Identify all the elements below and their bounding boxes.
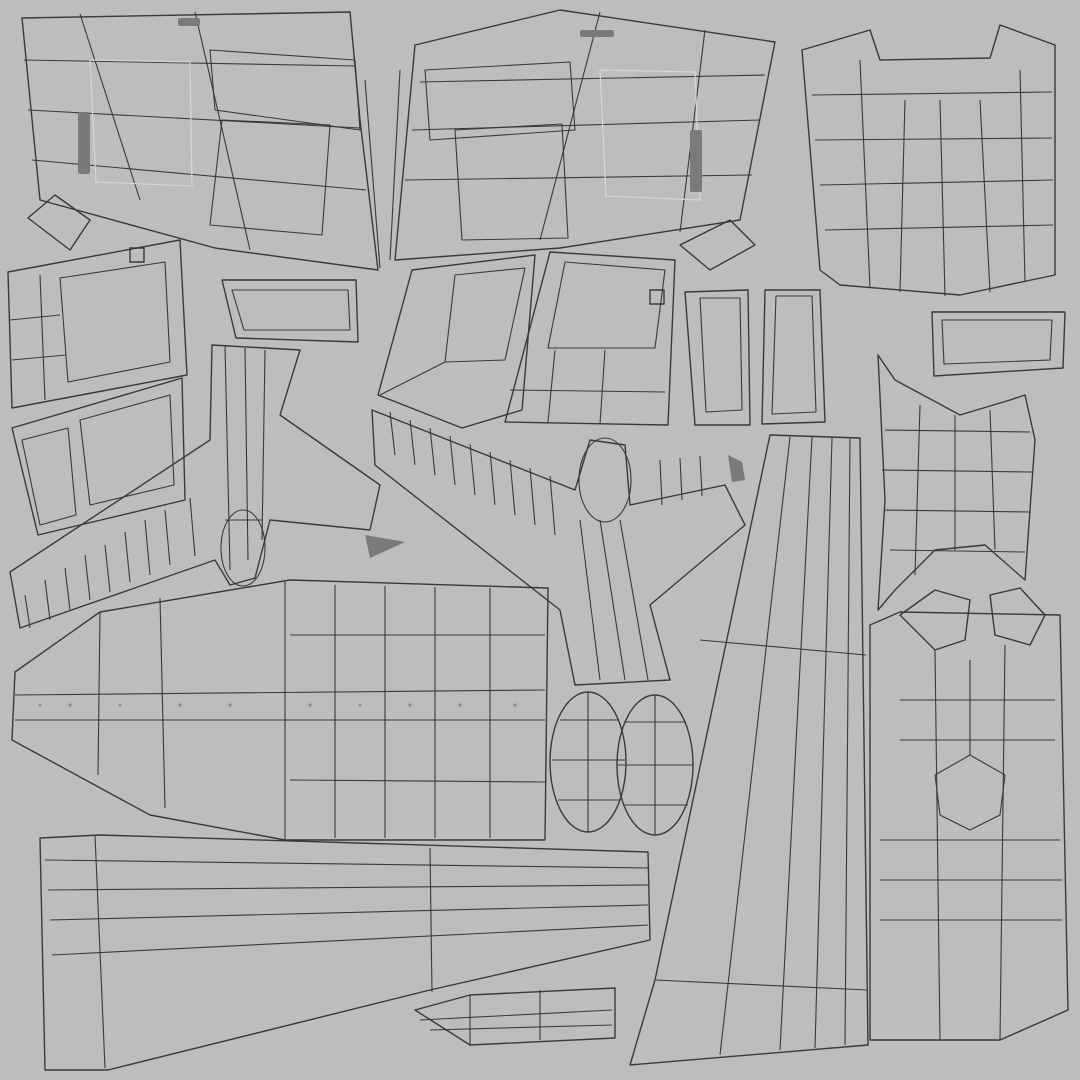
uv-island-wing-panel [39, 834, 651, 1071]
uv-island-fuselage-top [869, 587, 1069, 1041]
uv-island-tail-plane-right [371, 409, 746, 686]
uv-island-tail-plane-left [9, 344, 405, 629]
uv-island-door-panels-center [377, 251, 676, 429]
uv-island-door-frame-lower [11, 377, 186, 536]
uv-island-wheel-pants [549, 691, 694, 836]
uv-island-side-panel-left [21, 11, 381, 271]
uv-island-cowling-panel [801, 24, 1056, 297]
uv-island-fin-ribs [24, 411, 703, 629]
uv-island-curved-panel [877, 354, 1036, 611]
uv-island-side-panel-right [389, 9, 776, 271]
uv-island-fuselage-bottom [11, 579, 549, 841]
uv-island-small-strips [221, 279, 1066, 426]
uv-island-fuselage-side [629, 434, 869, 1066]
uv-island-door-frame-upper [7, 239, 188, 409]
uv-island-flap-strips [414, 987, 616, 1046]
uv-rivet-row [38, 703, 517, 707]
